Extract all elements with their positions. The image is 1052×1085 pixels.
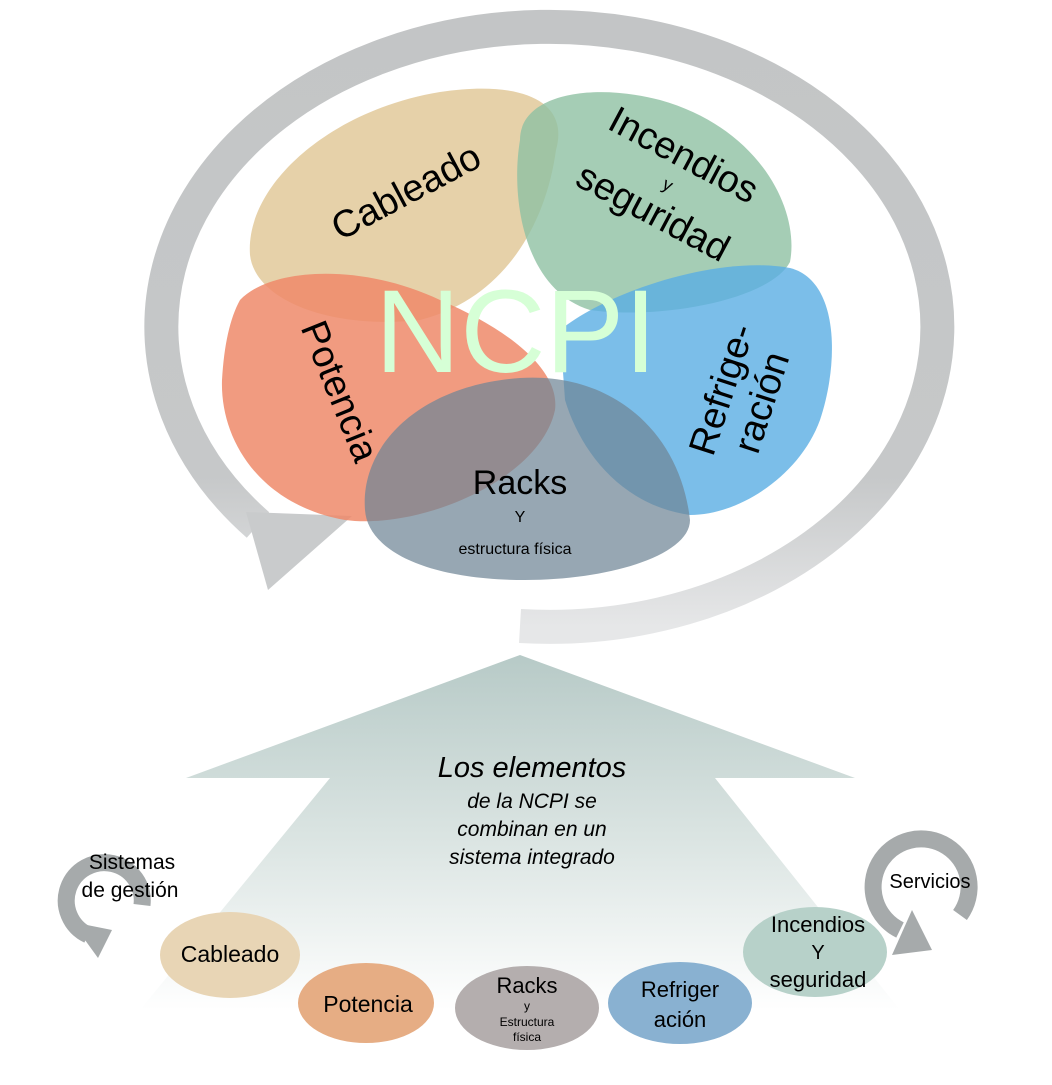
petal-cableado [249,88,559,322]
bottom-ellipse-incendios [743,907,887,997]
bottom-sistemas-line1: Sistemas [89,851,175,874]
servicios-cycle-arrowhead [892,910,932,955]
integration-up-arrow [140,655,900,1010]
ring-arrowhead [246,512,352,590]
bottom-servicios: Servicios [889,871,970,893]
bottom-ellipse-cableado [160,912,300,998]
bottom-racks-line1: Racks [496,973,557,998]
bottom-ellipse-potencia [298,963,434,1043]
bottom-incendios-line1: Incendios [771,912,865,937]
bottom-ellipse-refrigeracion [608,962,752,1044]
bottom-refrigeracion-line1: Refriger [641,977,719,1002]
bottom-cableado: Cableado [181,941,279,967]
caption-line3: combinan en un [457,818,606,841]
bottom-racks-line4: física [513,1030,541,1044]
outer-cycle-ring [144,9,955,644]
bottom-potencia: Potencia [323,991,413,1017]
bottom-racks-line3: Estructura [500,1015,555,1029]
bottom-incendios-line2: Y [811,942,824,964]
bottom-racks-line2: y [524,999,530,1013]
caption-line1: Los elementos [438,752,627,784]
bottom-ellipse-racks [455,966,599,1050]
bottom-incendios-line3: seguridad [770,967,867,992]
caption-line4: sistema integrado [449,846,615,869]
bottom-refrigeracion-line2: ación [654,1007,707,1032]
arrow-caption: Los elementos de la NCPI se combinan en … [438,752,627,869]
ncpi-title: NCPI [375,266,657,398]
petal-incendios [517,92,792,313]
label-racks-line3: estructura física [459,541,572,558]
bottom-sistemas-line2: de gestión [82,879,179,902]
label-racks-line1: Racks [473,464,567,502]
petal-group [221,88,832,580]
sistemas-cycle-arrowhead [72,922,112,958]
caption-line2: de la NCPI se [467,790,597,813]
petal-racks [364,377,690,580]
label-racks-line2: Y [515,509,526,526]
sistemas-cycle [57,854,151,958]
servicios-cycle [864,830,978,955]
